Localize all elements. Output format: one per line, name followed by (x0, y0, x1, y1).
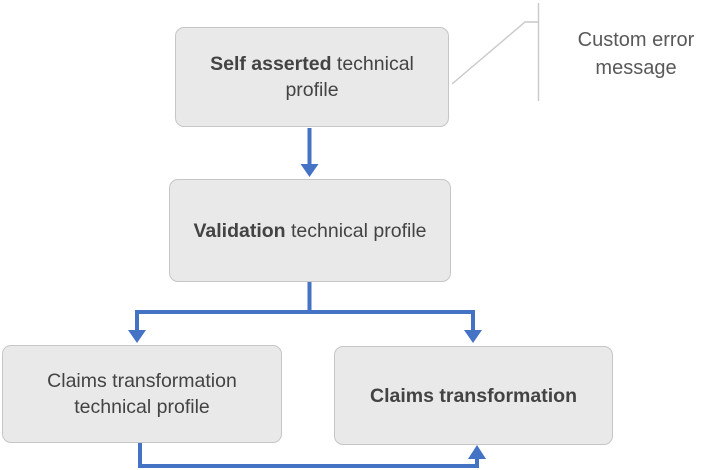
node-validation-technical-profile: Validation technical profile (169, 179, 451, 282)
arrow-validation-branch (128, 282, 482, 343)
callout-custom-error-message: Custom error message (577, 29, 695, 79)
node-label: Self asserted technical profile (210, 53, 414, 101)
arrow-claims-tp-to-claims-transformation (138, 443, 486, 468)
arrow-self-asserted-to-validation (300, 128, 319, 177)
node-claims-transformation: Claims transformation (334, 346, 613, 445)
callout-leader-line (451, 3, 540, 101)
node-label: Claims transformation technical profile (47, 370, 237, 418)
node-label: Claims transformation (370, 384, 577, 407)
node-self-asserted-technical-profile: Self asserted technical profile (175, 27, 449, 127)
node-claims-transformation-technical-profile: Claims transformation technical profile (2, 345, 282, 443)
node-label: Validation technical profile (193, 219, 427, 242)
